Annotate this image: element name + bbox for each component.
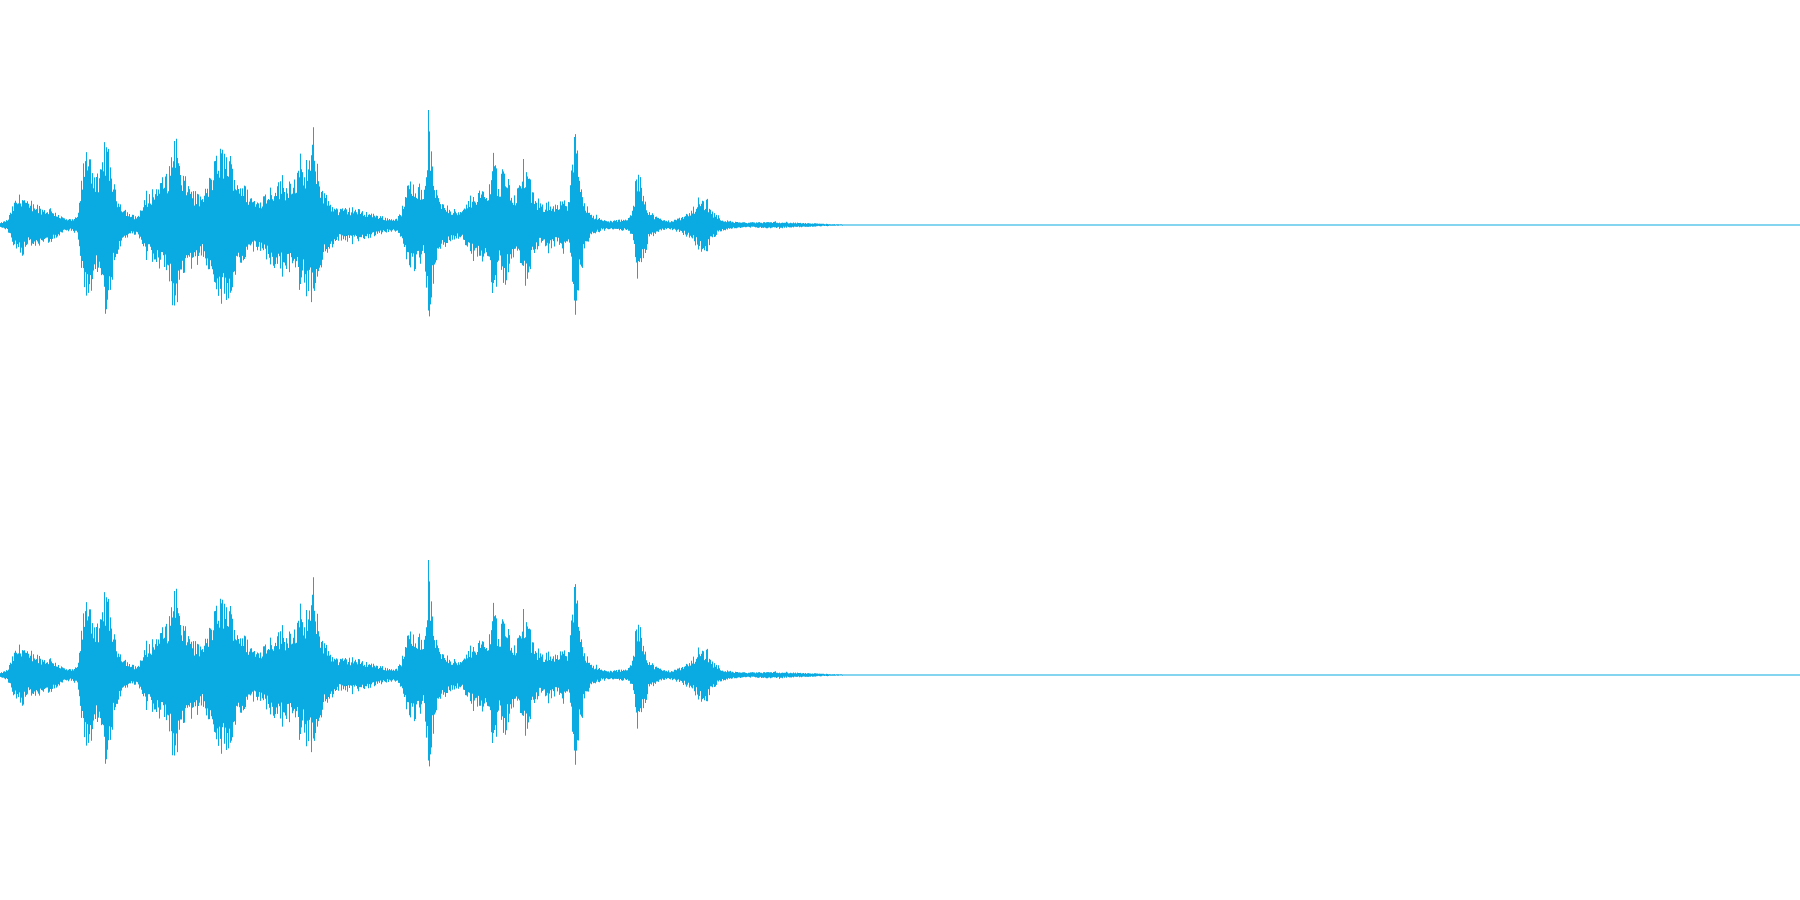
waveform-channel-bottom-samples (0, 560, 846, 767)
waveform-channel-bottom (0, 450, 1800, 900)
waveform-channel-top-trace (0, 110, 846, 317)
waveform-channel-top (0, 110, 1800, 317)
waveform-channel-top-svg (0, 110, 1800, 317)
waveform-channel-bottom-trace (0, 560, 846, 767)
waveform-channel-bottom-svg (0, 560, 1800, 767)
waveform-channel-top-samples (0, 110, 846, 317)
